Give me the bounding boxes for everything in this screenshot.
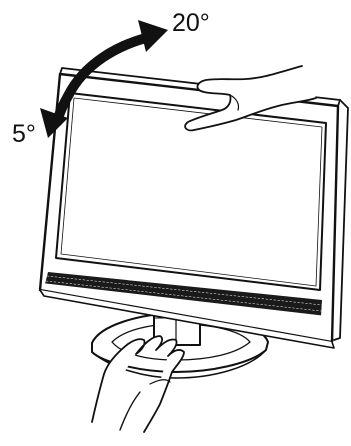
monitor-icon xyxy=(40,68,348,348)
tilt-forward-angle-label: 5° xyxy=(12,122,36,147)
tilt-back-angle-label: 20° xyxy=(172,11,210,36)
